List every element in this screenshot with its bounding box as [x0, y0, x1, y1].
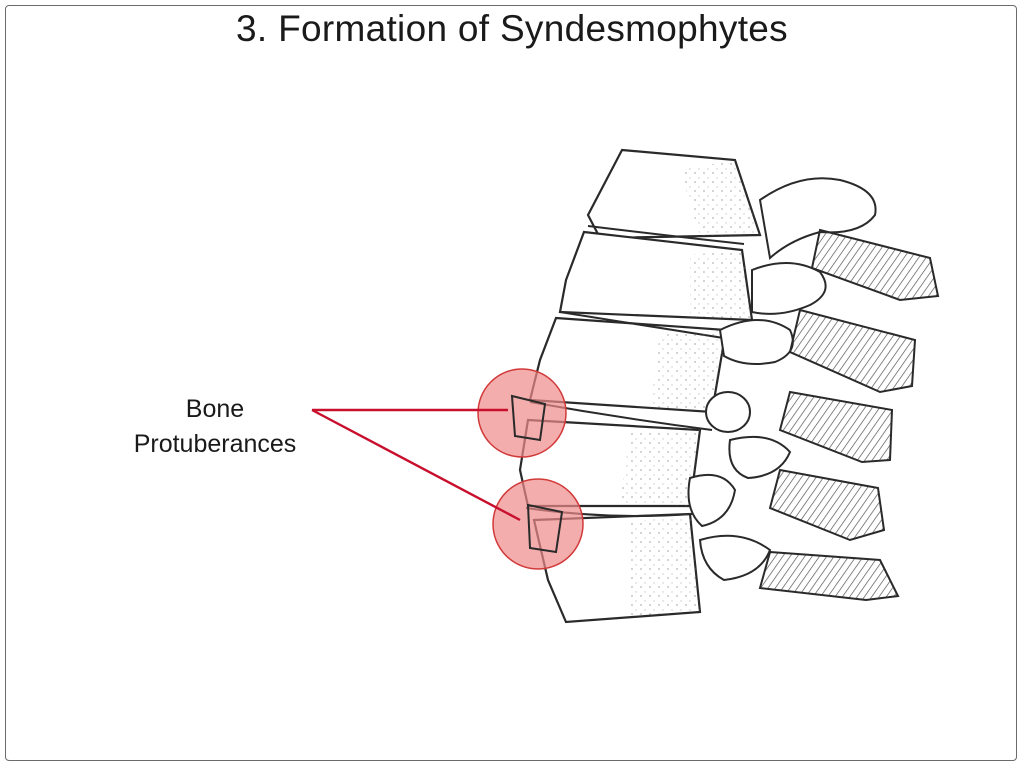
spinous-process-2 [790, 310, 915, 392]
spinous-process-5 [760, 552, 898, 600]
label-line-1: Bone [70, 392, 360, 427]
protuberance-highlight-lower [493, 479, 583, 569]
spinous-process-1 [812, 230, 938, 300]
facet-3 [720, 320, 793, 364]
bone-protuberances-label: Bone Protuberances [70, 392, 360, 462]
facet-6 [689, 475, 736, 526]
facet-2 [752, 263, 826, 314]
protuberance-highlight-upper [478, 369, 566, 457]
label-line-2: Protuberances [70, 427, 360, 462]
spinous-process-4 [770, 470, 884, 540]
facet-7 [700, 536, 770, 580]
facet-4 [706, 392, 750, 432]
spinous-process-3 [780, 392, 892, 462]
